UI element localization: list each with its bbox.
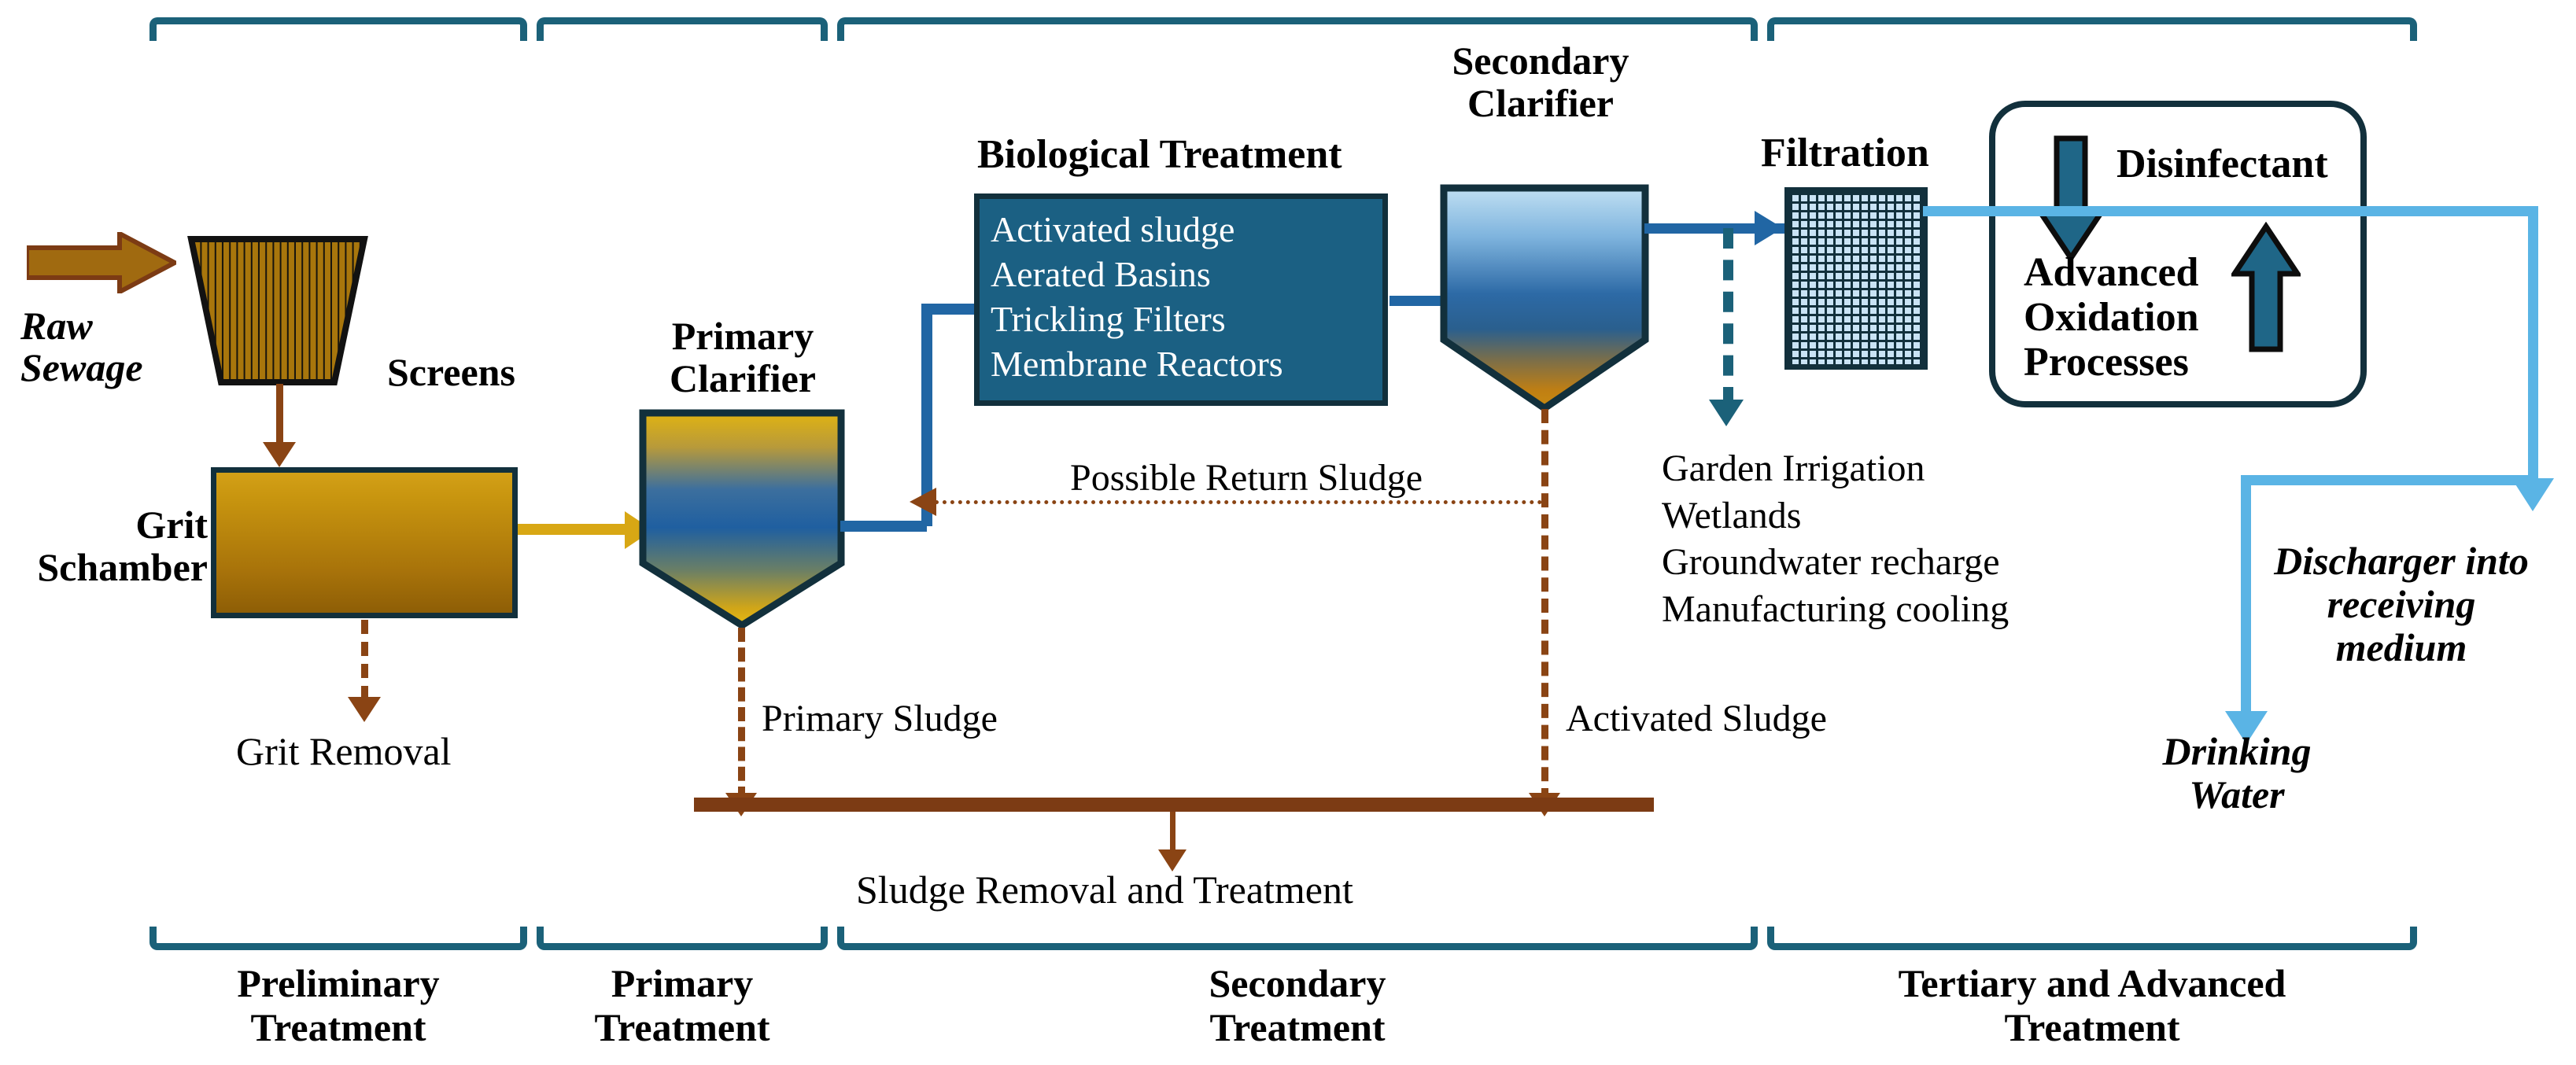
advanced-oxidation-up-arrow-icon [2229,221,2303,354]
screens-to-grit-arrowhead-icon [263,442,296,467]
raw-sewage-arrow-icon [24,230,180,296]
bio-item-trickling-filters: Trickling Filters [991,299,1226,340]
grit-chamber-unit [211,467,518,618]
reuse-branch-arrowhead-icon [1709,400,1744,426]
screens-to-grit-line [276,384,283,445]
drinking-water-line [2241,475,2251,717]
secondary-clarifier-unit [1440,184,1649,413]
effluent-right-riser [2528,206,2538,483]
reuse-option-wetlands: Wetlands [1662,494,1802,536]
raw-sewage-label: Raw Sewage [20,304,143,389]
disinfectant-arrow-icon [2034,135,2108,263]
grit-removal-label: Grit Removal [236,729,452,773]
bio-item-membrane-reactors: Membrane Reactors [991,344,1283,385]
bottom-bracket-preliminary [149,927,527,950]
return-sludge-dotted-line [935,500,1542,504]
primary-clarifier-label: Primary Clarifier [669,314,816,400]
stage-label-primary: Primary Treatment [594,961,770,1049]
grit-chamber-label: Grit Schamber [37,503,208,589]
filtration-unit [1784,187,1928,370]
primary-sludge-dashed-line [738,628,745,801]
grit-removal-arrowhead-icon [348,697,381,722]
reuse-options-list: Garden Irrigation Wetlands Groundwater r… [1662,445,2009,632]
top-bracket-secondary [837,17,1758,41]
disinfectant-label: Disinfectant [2117,142,2328,186]
reuse-branch-dashed-line [1723,228,1733,407]
activated-sludge-label: Activated Sludge [1566,698,1827,739]
drinking-water-label: Drinking Water [2162,729,2312,816]
reuse-option-manufacturing-cooling: Manufacturing cooling [1662,588,2010,630]
top-bracket-primary [537,17,828,41]
effluent-main-line [1923,206,2538,216]
stage-label-preliminary: Preliminary Treatment [237,961,440,1049]
activated-sludge-dashed-line [1541,409,1548,802]
grit-removal-dashed-line [361,620,368,700]
screens-label: Screens [387,350,515,394]
discharger-label: Discharger into receiving medium [2274,539,2529,669]
advanced-oxidation-label: Advanced Oxidation Processes [2024,250,2199,385]
secondary-to-filtration-arrowhead-icon [1755,211,1783,245]
grit-to-primary-line [518,524,628,535]
discharger-arrowhead-icon [2511,478,2554,511]
advanced-oxidation-unit [1989,101,2367,407]
effluent-branch-line [2241,475,2538,485]
sludge-collection-bar [694,798,1654,812]
primary-outlet-riser [921,304,932,526]
sludge-removal-and-treatment-label: Sludge Removal and Treatment [856,868,1353,912]
filtration-label: Filtration [1761,131,1929,175]
primary-sludge-label: Primary Sludge [762,698,998,739]
top-bracket-preliminary [149,17,527,41]
biological-treatment-title: Biological Treatment [977,132,1342,177]
possible-return-sludge-label: Possible Return Sludge [1070,457,1423,499]
return-sludge-arrowhead-icon [910,488,936,516]
reuse-option-garden-irrigation: Garden Irrigation [1662,448,1925,489]
stage-label-secondary: Secondary Treatment [1209,961,1386,1049]
bottom-bracket-primary [537,927,828,950]
secondary-clarifier-label: Secondary Clarifier [1452,39,1629,125]
sludge-removal-arrowhead-icon [1158,849,1187,872]
bottom-bracket-tertiary [1767,927,2417,950]
bio-to-secondary-line [1389,296,1446,306]
sludge-removal-line [1170,812,1175,857]
drinking-water-arrowhead-icon [2225,711,2268,744]
bottom-bracket-secondary [837,927,1758,950]
top-bracket-tertiary [1767,17,2417,41]
screens-unit [187,234,368,387]
primary-clarifier-unit [639,409,845,630]
biological-treatment-unit: Activated sludge Aerated Basins Tricklin… [974,193,1388,406]
stage-label-tertiary: Tertiary and Advanced Treatment [1898,961,2286,1049]
reuse-option-groundwater-recharge: Groundwater recharge [1662,541,2000,584]
bio-item-activated-sludge: Activated sludge [991,209,1235,249]
primary-outlet-line [840,521,927,532]
bio-item-aerated-basins: Aerated Basins [991,254,1211,295]
